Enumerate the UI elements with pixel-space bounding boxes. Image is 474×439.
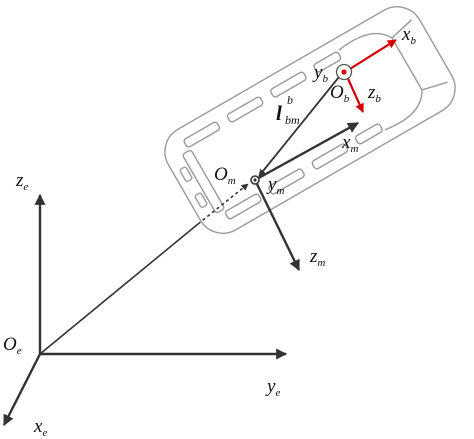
vehicle-window-right-4: [354, 123, 383, 145]
vehicle-rear-window: [182, 149, 225, 214]
earth-frame: [2, 183, 288, 426]
vehicle-window-right-2: [268, 168, 305, 195]
body-origin-label: Ob: [330, 82, 350, 105]
vehicle-window-left-4: [313, 51, 342, 73]
mount-y-label: ym: [266, 174, 284, 197]
mount-frame: [253, 71, 359, 271]
body-z-label: zb: [367, 82, 381, 105]
position-vector-dashed-segment: [197, 183, 249, 225]
lever-arm-superscript: b: [287, 93, 293, 107]
earth-origin-label: Oe: [3, 334, 22, 357]
vehicle-window-left-1: [183, 121, 221, 148]
vehicle-outline: [164, 6, 456, 234]
mount-x-axis: [254, 121, 359, 182]
vehicle-window-right-3: [311, 143, 349, 170]
vehicle-windshield: [338, 32, 423, 131]
vehicle-front-hood: [391, 19, 448, 91]
mount-x-label: xm: [341, 132, 358, 155]
body-x-label: xb: [401, 24, 416, 47]
vehicle-window-left-2: [226, 96, 264, 123]
earth-y-label: ye: [265, 376, 280, 399]
vehicle-window-right-1: [224, 193, 262, 220]
vehicle-body: [164, 6, 456, 234]
position-vector-earth-to-mount: [39, 223, 199, 355]
body-y-label: yb: [312, 62, 328, 85]
vehicle-rear-light-1: [179, 166, 193, 183]
vehicle-window-left-3: [270, 71, 307, 98]
mount-origin-dot: [253, 178, 257, 182]
lever-arm-label: l: [276, 101, 282, 125]
earth-x-label: xe: [33, 416, 47, 439]
mount-origin-label: Om: [214, 164, 236, 187]
mount-z-axis: [253, 179, 301, 271]
mount-z-label: zm: [309, 246, 325, 269]
body-x-axis: [344, 39, 397, 73]
vehicle-rear-light-2: [194, 192, 208, 209]
earth-z-label: ze: [15, 170, 28, 193]
body-origin-dot: [341, 69, 347, 75]
earth-x-axis: [2, 353, 42, 426]
lever-arm-subscript: bm: [285, 113, 300, 127]
lever-arm-vector: [258, 71, 344, 177]
